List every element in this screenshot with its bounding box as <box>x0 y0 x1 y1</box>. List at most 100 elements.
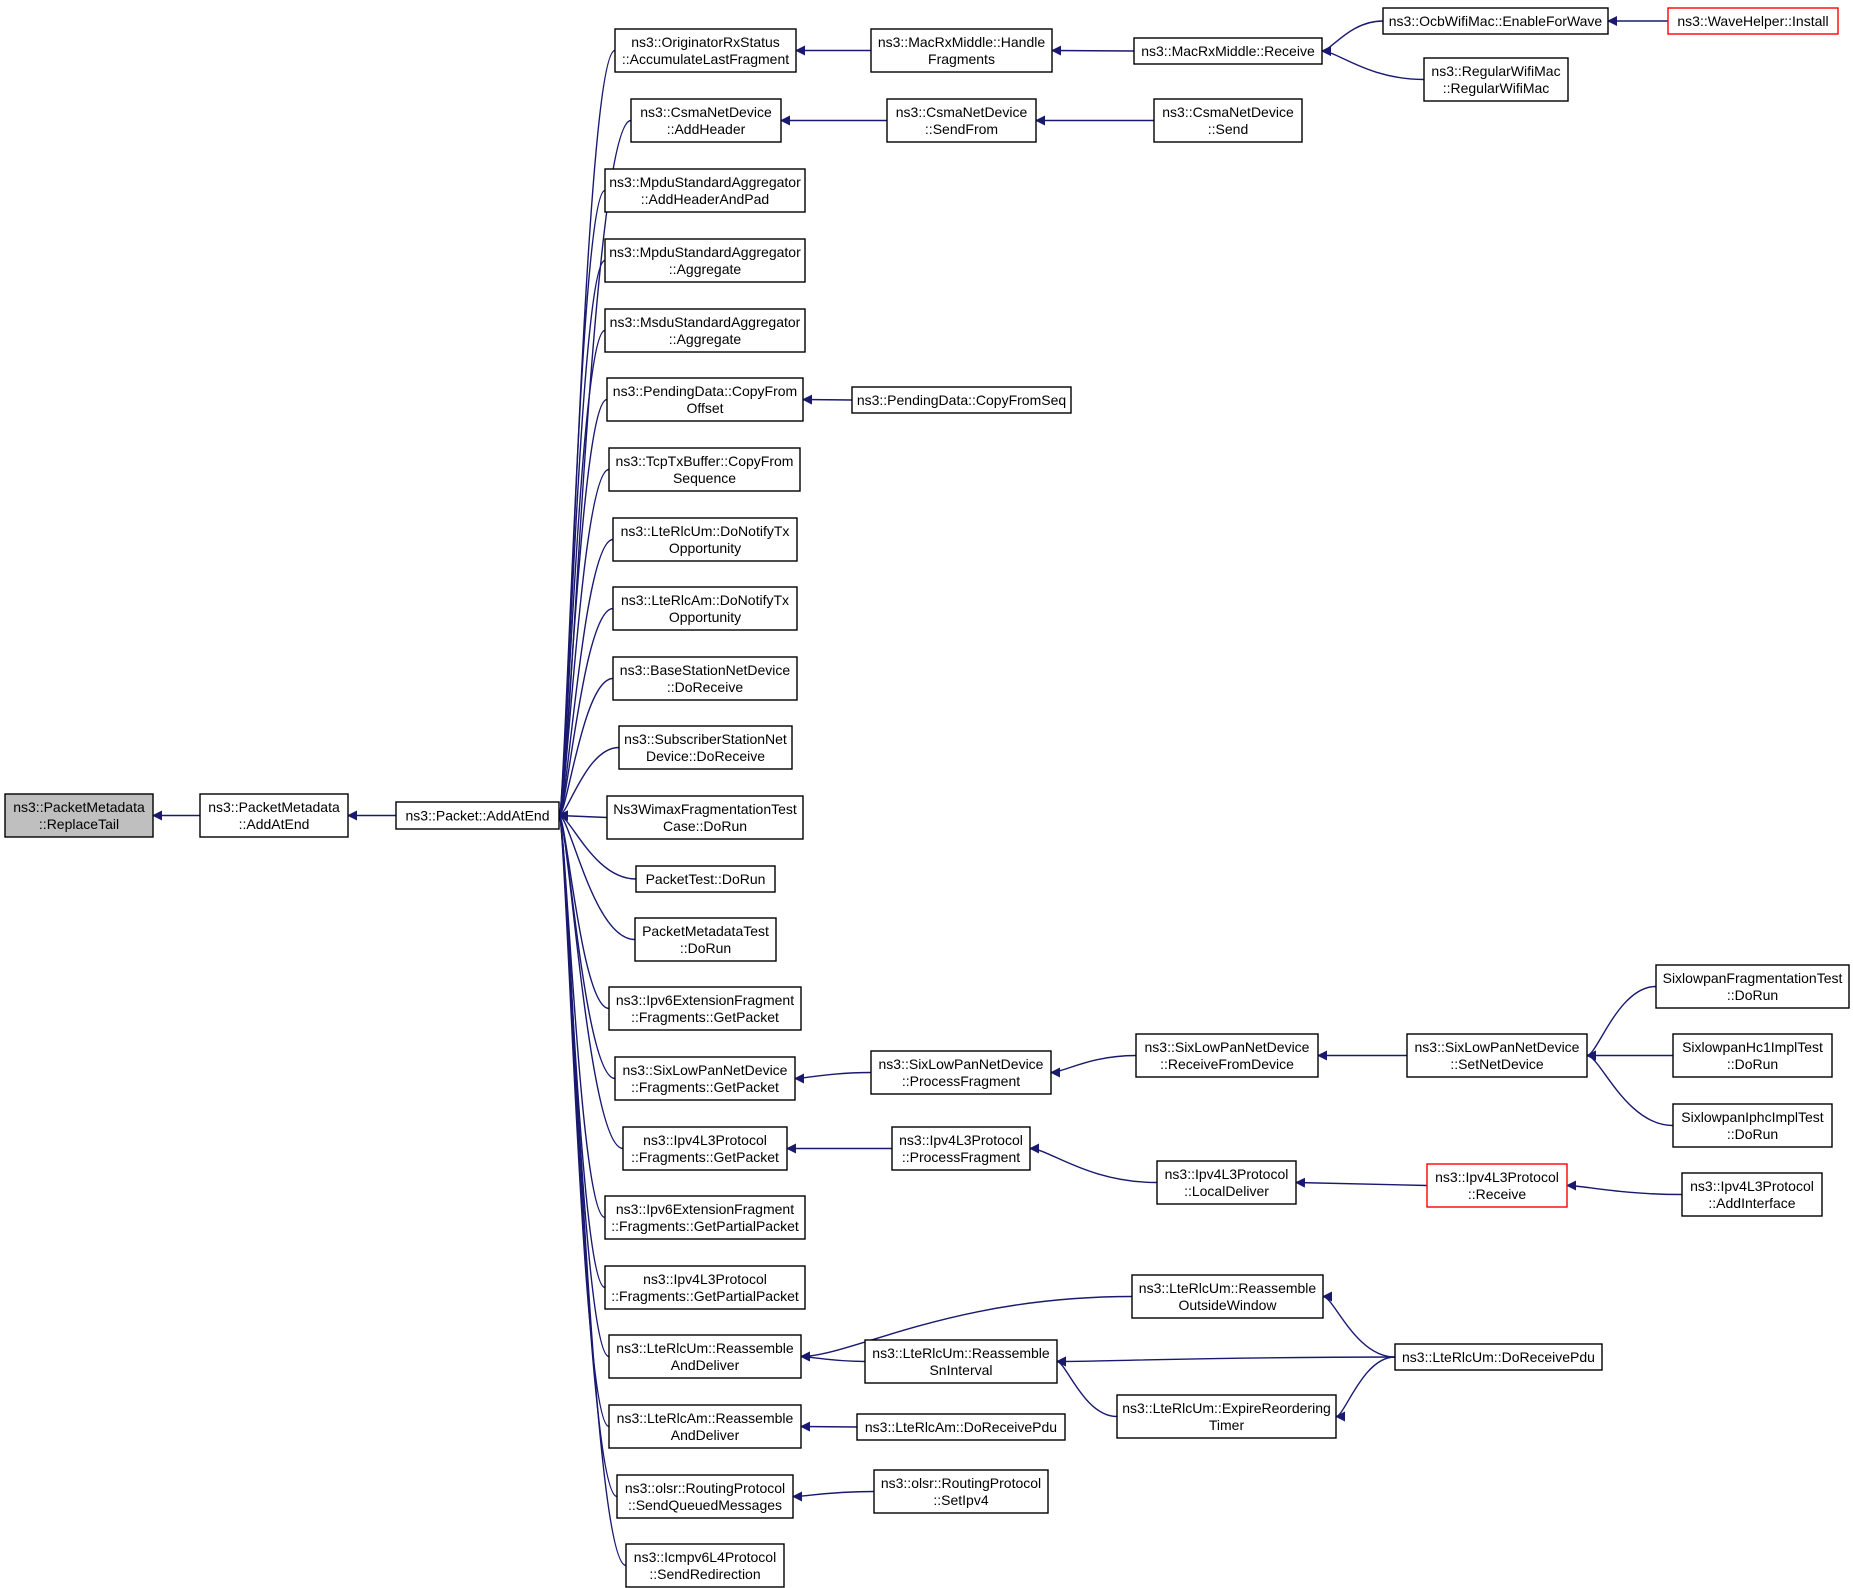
node-icmpv6-sendredirection[interactable]: ns3::Icmpv6L4Protocol::SendRedirection <box>625 1543 785 1588</box>
node-ipv4-processfrag[interactable]: ns3::Ipv4L3Protocol::ProcessFragment <box>891 1126 1031 1171</box>
node-sixfragtest-dorun[interactable]: SixlowpanFragmentationTest::DoRun <box>1655 964 1850 1009</box>
node-box <box>612 656 798 701</box>
node-box <box>870 28 1053 73</box>
node-box <box>604 168 806 213</box>
node-olsr-setipv4[interactable]: ns3::olsr::RoutingProtocol::SetIpv4 <box>873 1469 1049 1514</box>
node-rlcam-doreceivepdu[interactable]: ns3::LteRlcAm::DoReceivePdu <box>856 1413 1066 1441</box>
node-box <box>1153 98 1303 143</box>
node-label: ns3::CsmaNetDevice <box>640 104 772 120</box>
node-label: ns3::LteRlcUm::DoReceivePdu <box>1402 1349 1595 1365</box>
node-csma-addheader[interactable]: ns3::CsmaNetDevice::AddHeader <box>630 98 782 143</box>
node-ocb-enableforwave[interactable]: ns3::OcbWifiMac::EnableForWave <box>1382 7 1609 35</box>
node-label: ::Aggregate <box>669 331 742 347</box>
node-sixiphctest-dorun[interactable]: SixlowpanIphcImplTest::DoRun <box>1672 1103 1833 1148</box>
node-box <box>616 1474 794 1519</box>
edge-ocb_enableforwave-to-macrx_receive <box>1321 20 1384 56</box>
node-msdu-aggregate[interactable]: ns3::MsduStandardAggregator::Aggregate <box>604 308 806 353</box>
node-sixlow-getpacket[interactable]: ns3::SixLowPanNetDevice::Fragments::GetP… <box>614 1056 796 1101</box>
node-label: ns3::LteRlcUm::Reassemble <box>1139 1280 1317 1296</box>
node-box <box>606 795 804 840</box>
node-csma-sendfrom[interactable]: ns3::CsmaNetDevice::SendFrom <box>886 98 1037 143</box>
node-box <box>1156 1160 1297 1205</box>
node-orig-acc[interactable]: ns3::OriginatorRxStatus::AccumulateLastF… <box>614 28 797 73</box>
node-label: ::AddInterface <box>1708 1195 1795 1211</box>
node-label: ns3::SixLowPanNetDevice <box>879 1056 1044 1072</box>
node-label: ns3::SixLowPanNetDevice <box>1145 1039 1310 1055</box>
node-pm-addatend[interactable]: ns3::PacketMetadata::AddAtEnd <box>199 793 349 838</box>
node-box <box>1423 57 1569 102</box>
node-label: ns3::LteRlcAm::Reassemble <box>617 1410 794 1426</box>
node-box <box>1116 1394 1337 1439</box>
node-pmtest-dorun[interactable]: PacketMetadataTest::DoRun <box>634 917 777 962</box>
node-ss-doreceive[interactable]: ns3::SubscriberStationNetDevice::DoRecei… <box>618 725 793 770</box>
node-sixlow-receivefromdevice[interactable]: ns3::SixLowPanNetDevice::ReceiveFromDevi… <box>1135 1033 1319 1078</box>
node-ipv4-getpartial[interactable]: ns3::Ipv4L3Protocol::Fragments::GetParti… <box>604 1265 806 1310</box>
node-label: ns3::CsmaNetDevice <box>1162 104 1294 120</box>
node-label: ns3::PendingData::CopyFrom <box>613 383 797 399</box>
node-macrx-receive[interactable]: ns3::MacRxMiddle::Receive <box>1133 37 1323 65</box>
node-mpdu-aggregate[interactable]: ns3::MpduStandardAggregator::Aggregate <box>604 238 806 283</box>
node-bs-doreceive[interactable]: ns3::BaseStationNetDevice::DoReceive <box>612 656 798 701</box>
node-packet-addatend[interactable]: ns3::Packet::AddAtEnd <box>395 801 560 830</box>
node-ipv4-getpacket[interactable]: ns3::Ipv4L3Protocol::Fragments::GetPacke… <box>622 1126 788 1171</box>
node-box <box>1667 7 1839 35</box>
node-label: ::Fragments::GetPacket <box>631 1079 779 1095</box>
node-label: ::ReceiveFromDevice <box>1160 1056 1294 1072</box>
node-label: ns3::LteRlcAm::DoReceivePdu <box>865 1419 1057 1435</box>
node-pending-copyfromseq[interactable]: ns3::PendingData::CopyFromSeq <box>851 386 1072 414</box>
node-box <box>630 98 782 143</box>
node-box <box>604 238 806 283</box>
node-label: ns3::PendingData::CopyFromSeq <box>857 392 1066 408</box>
edge-ipv4_localdeliver-to-ipv4_processfrag <box>1029 1143 1158 1184</box>
node-box <box>622 1126 788 1171</box>
node-sixlow-processfrag[interactable]: ns3::SixLowPanNetDevice::ProcessFragment <box>870 1050 1052 1095</box>
node-csma-send[interactable]: ns3::CsmaNetDevice::Send <box>1153 98 1303 143</box>
node-wavehelper-install[interactable]: ns3::WaveHelper::Install <box>1667 7 1839 35</box>
node-label: ns3::LteRlcAm::DoNotifyTx <box>621 592 789 608</box>
node-regularwifimac[interactable]: ns3::RegularWifiMac::RegularWifiMac <box>1423 57 1569 102</box>
node-box <box>870 1050 1052 1095</box>
node-label: Fragments <box>928 51 995 67</box>
node-ipv4-addinterface[interactable]: ns3::Ipv4L3Protocol::AddInterface <box>1681 1172 1823 1217</box>
node-ipv4-localdeliver[interactable]: ns3::Ipv4L3Protocol::LocalDeliver <box>1156 1160 1297 1205</box>
node-label: Opportunity <box>669 540 741 556</box>
edge-rlcum_reassemblesn-to-rlcum_reassembledeliver <box>800 1351 866 1363</box>
node-label: ns3::SubscriberStationNet <box>624 731 787 747</box>
node-box <box>634 917 777 962</box>
node-label: ns3::Ipv6ExtensionFragment <box>616 1201 794 1217</box>
node-label: ns3::MpduStandardAggregator <box>609 244 801 260</box>
edge-ipv4_receive-to-ipv4_localdeliver <box>1295 1177 1428 1188</box>
edge-rlcam_notifytx-to-packet_addatend <box>558 607 614 821</box>
node-box <box>1394 1343 1603 1371</box>
node-sixlow-setnetdevice[interactable]: ns3::SixLowPanNetDevice::SetNetDevice <box>1406 1033 1588 1078</box>
node-ipv4-receive[interactable]: ns3::Ipv4L3Protocol::Receive <box>1426 1163 1568 1208</box>
node-mpdu-addheaderpad[interactable]: ns3::MpduStandardAggregator::AddHeaderAn… <box>604 168 806 213</box>
node-ipv6frag-getpacket[interactable]: ns3::Ipv6ExtensionFragment::Fragments::G… <box>608 986 802 1031</box>
node-box <box>1131 1274 1324 1319</box>
node-sixhc1test-dorun[interactable]: SixlowpanHc1ImplTest::DoRun <box>1672 1033 1833 1078</box>
node-olsr-sendqueued[interactable]: ns3::olsr::RoutingProtocol::SendQueuedMe… <box>616 1474 794 1519</box>
node-box <box>606 377 804 422</box>
node-label: ::ProcessFragment <box>902 1073 1020 1089</box>
node-box <box>1672 1033 1833 1078</box>
node-box <box>608 447 801 492</box>
node-ipv6frag-getpartial[interactable]: ns3::Ipv6ExtensionFragment::Fragments::G… <box>604 1195 806 1240</box>
node-rlcum-doreceivepdu[interactable]: ns3::LteRlcUm::DoReceivePdu <box>1394 1343 1603 1371</box>
edge-rlcum_doreceivepdu-to-rlcum_expirereordering <box>1335 1356 1396 1422</box>
node-layer: ns3::PacketMetadata::ReplaceTail ns3::Pac… <box>4 7 1850 1588</box>
node-replacetail[interactable]: ns3::PacketMetadata::ReplaceTail <box>4 793 154 838</box>
node-packettest-dorun[interactable]: PacketTest::DoRun <box>635 865 776 893</box>
node-box <box>856 1413 1066 1441</box>
node-label: ::ProcessFragment <box>902 1149 1020 1165</box>
